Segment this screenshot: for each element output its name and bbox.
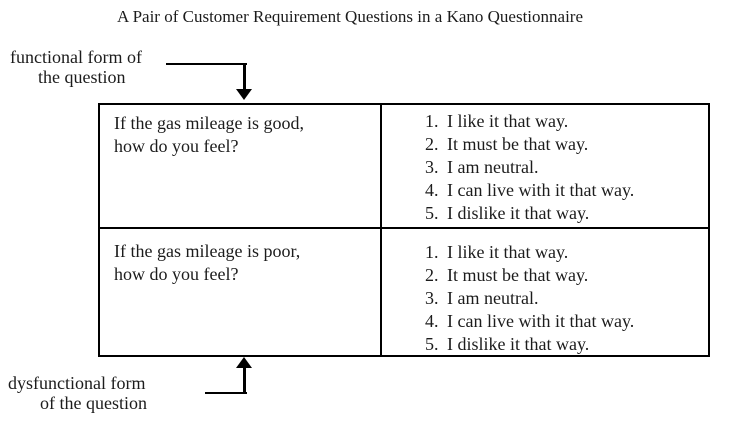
answer-text: I can live with it that way. bbox=[447, 180, 635, 200]
answer-text: I dislike it that way. bbox=[447, 203, 590, 223]
answer-option-item: 3. I am neutral. bbox=[425, 287, 704, 310]
arrow-up-icon bbox=[236, 357, 252, 368]
functional-form-label: functional form of the question bbox=[10, 47, 142, 87]
arrow-down-icon bbox=[236, 89, 252, 100]
answer-option-item: 4. I can live with it that way. bbox=[425, 310, 704, 333]
answer-option-item: 5. I dislike it that way. bbox=[425, 333, 704, 356]
dysfunctional-form-label: dysfunctional form of the question bbox=[8, 373, 147, 413]
answer-text: It must be that way. bbox=[447, 265, 589, 285]
answer-number: 5. bbox=[425, 203, 439, 223]
dysfunctional-form-label-line2: of the question bbox=[40, 393, 147, 413]
answer-option-item: 2. It must be that way. bbox=[425, 133, 704, 156]
answer-number: 2. bbox=[425, 265, 439, 285]
functional-connector-horizontal-line bbox=[166, 63, 247, 65]
answer-text: It must be that way. bbox=[447, 134, 589, 154]
answer-number: 2. bbox=[425, 134, 439, 154]
answer-text: I can live with it that way. bbox=[447, 311, 635, 331]
answer-option-item: 2. It must be that way. bbox=[425, 264, 704, 287]
answer-options-cell-functional: 1. I like it that way. 2. It must be that … bbox=[382, 105, 708, 227]
answer-option-item: 1. I like it that way. bbox=[425, 241, 704, 264]
dysfunctional-form-label-line1: dysfunctional form bbox=[8, 373, 146, 393]
functional-form-label-line1: functional form of bbox=[10, 47, 142, 67]
answer-option-item: 4. I can live with it that way. bbox=[425, 179, 704, 202]
table-row-functional-question: If the gas mileage is good, how do you f… bbox=[100, 105, 708, 229]
functional-connector-vertical-line bbox=[243, 63, 246, 91]
answer-text: I am neutral. bbox=[447, 157, 539, 177]
question-text-line2: how do you feel? bbox=[114, 264, 239, 284]
functional-form-label-line2: the question bbox=[38, 67, 126, 87]
answer-number: 3. bbox=[425, 157, 439, 177]
answer-number: 5. bbox=[425, 334, 439, 354]
answer-option-item: 5. I dislike it that way. bbox=[425, 202, 704, 225]
answer-number: 1. bbox=[425, 111, 439, 131]
answer-number: 4. bbox=[425, 180, 439, 200]
question-text-line1: If the gas mileage is good, bbox=[114, 113, 304, 133]
answer-number: 3. bbox=[425, 288, 439, 308]
answer-number: 4. bbox=[425, 311, 439, 331]
dysfunctional-connector-horizontal-line bbox=[205, 392, 247, 394]
dysfunctional-connector-vertical-line bbox=[243, 366, 246, 394]
answer-text: I dislike it that way. bbox=[447, 334, 590, 354]
question-cell-dysfunctional: If the gas mileage is poor, how do you f… bbox=[100, 229, 382, 356]
answer-option-item: 3. I am neutral. bbox=[425, 156, 704, 179]
answer-option-item: 1. I like it that way. bbox=[425, 110, 704, 133]
answer-text: I like it that way. bbox=[447, 111, 569, 131]
diagram-title: A Pair of Customer Requirement Questions… bbox=[117, 7, 583, 26]
answer-text: I am neutral. bbox=[447, 288, 539, 308]
question-cell-functional: If the gas mileage is good, how do you f… bbox=[100, 105, 382, 227]
kano-question-table: If the gas mileage is good, how do you f… bbox=[98, 103, 710, 357]
answer-options-cell-dysfunctional: 1. I like it that way. 2. It must be that … bbox=[382, 229, 708, 356]
answer-text: I like it that way. bbox=[447, 242, 569, 262]
question-text-line2: how do you feel? bbox=[114, 136, 239, 156]
table-row-dysfunctional-question: If the gas mileage is poor, how do you f… bbox=[100, 229, 708, 356]
answer-number: 1. bbox=[425, 242, 439, 262]
question-text-line1: If the gas mileage is poor, bbox=[114, 241, 301, 261]
